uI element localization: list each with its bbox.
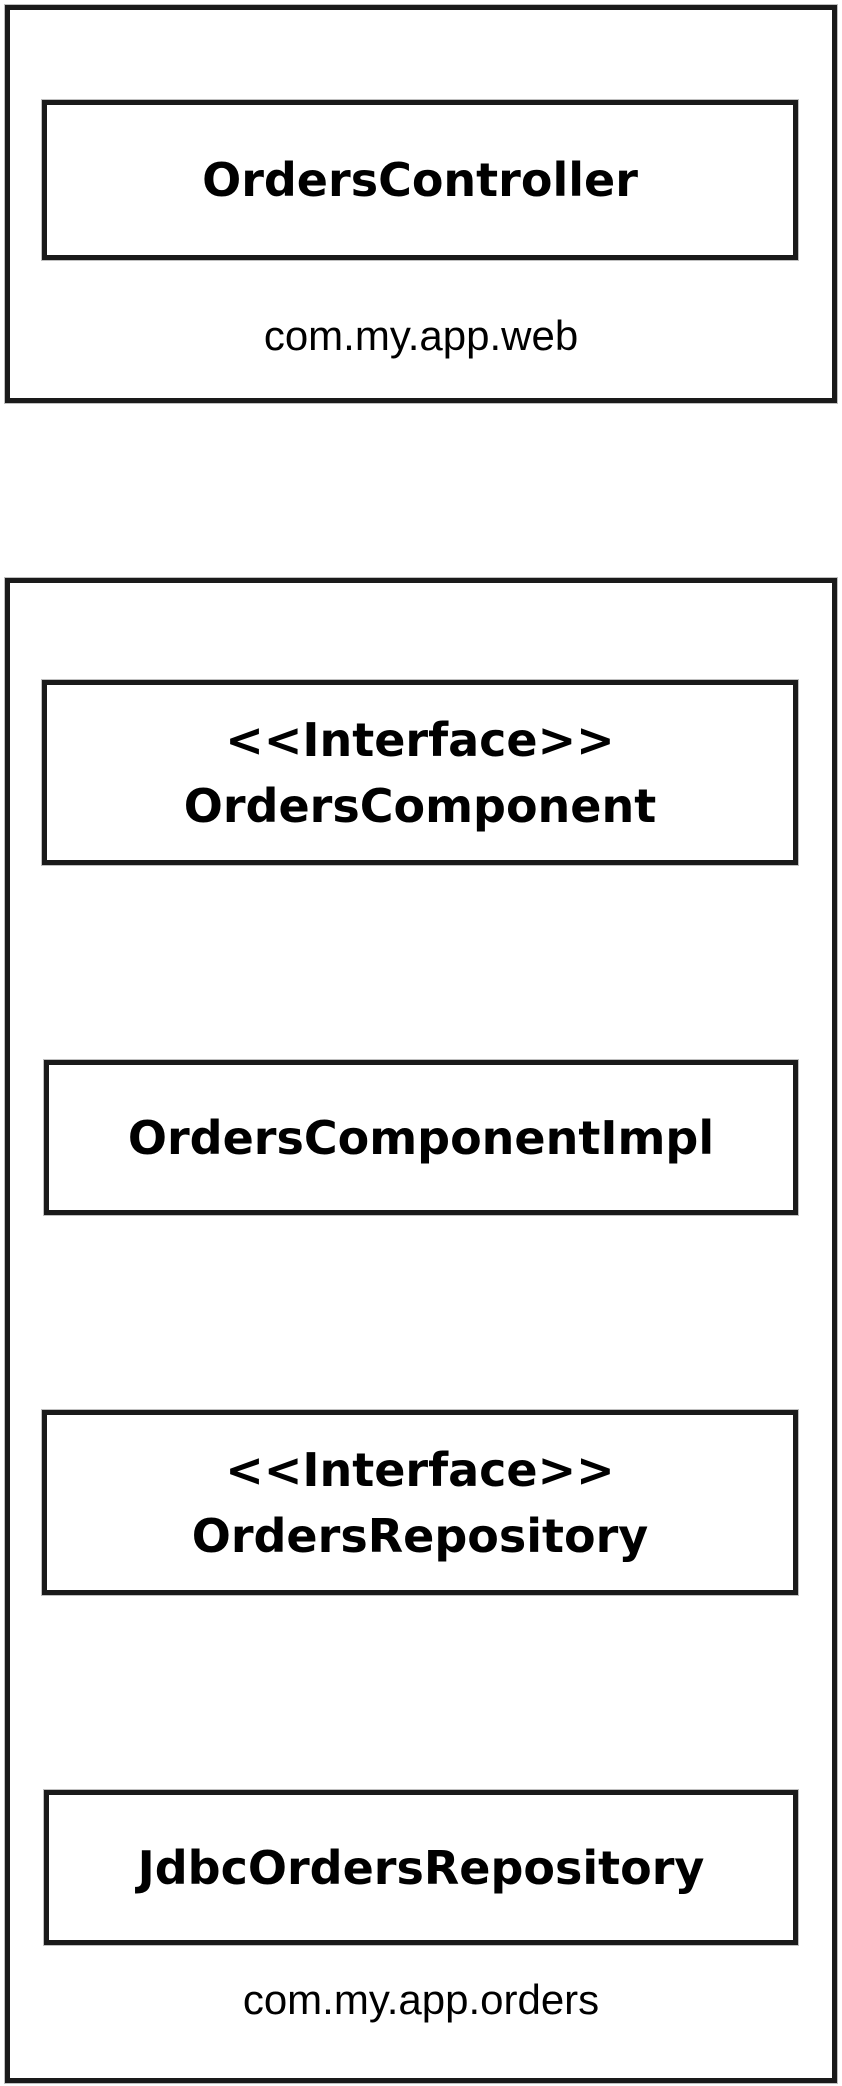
class-box-orders-repository: <<Interface>> OrdersRepository xyxy=(42,1410,798,1595)
class-name-orders-component: OrdersComponent xyxy=(183,778,657,833)
class-name-orders-component-impl: OrdersComponentImpl xyxy=(127,1110,715,1165)
class-box-orders-component: <<Interface>> OrdersComponent xyxy=(42,680,798,865)
class-box-jdbc-orders-repository: JdbcOrdersRepository xyxy=(44,1790,798,1945)
package-label-orders: com.my.app.orders xyxy=(242,1976,600,2023)
package-label-web: com.my.app.web xyxy=(263,312,579,359)
class-box-orders-component-impl: OrdersComponentImpl xyxy=(44,1060,798,1215)
class-box-orders-controller: OrdersController xyxy=(42,100,798,260)
stereotype-orders-component: <<Interface>> xyxy=(225,712,615,767)
stereotype-orders-repository: <<Interface>> xyxy=(225,1442,615,1497)
class-name-orders-repository: OrdersRepository xyxy=(191,1508,649,1563)
class-name-orders-controller: OrdersController xyxy=(202,153,638,207)
class-name-jdbc-orders-repository: JdbcOrdersRepository xyxy=(137,1840,705,1895)
